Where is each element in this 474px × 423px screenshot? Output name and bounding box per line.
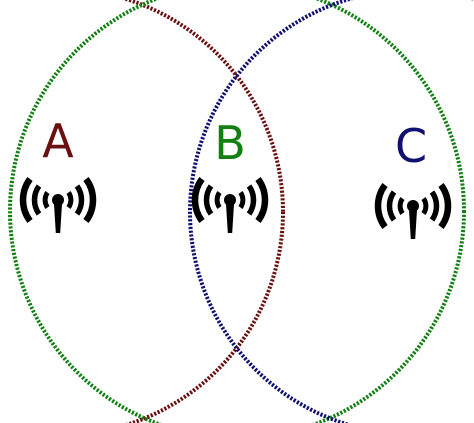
radio-antenna-icon bbox=[23, 179, 93, 233]
station-a: A bbox=[23, 114, 93, 233]
station-c: C bbox=[378, 119, 448, 239]
radio-antenna-icon bbox=[378, 185, 448, 239]
station-a-range-circle bbox=[122, 0, 285, 423]
station-c-range-circle bbox=[188, 0, 474, 423]
station-b-label: B bbox=[214, 116, 246, 170]
station-c-label: C bbox=[395, 119, 427, 173]
radio-antenna-icon bbox=[195, 179, 265, 233]
station-a-label: A bbox=[42, 114, 74, 168]
station-b: B bbox=[195, 116, 265, 233]
station-b-range-circle bbox=[8, 0, 466, 423]
